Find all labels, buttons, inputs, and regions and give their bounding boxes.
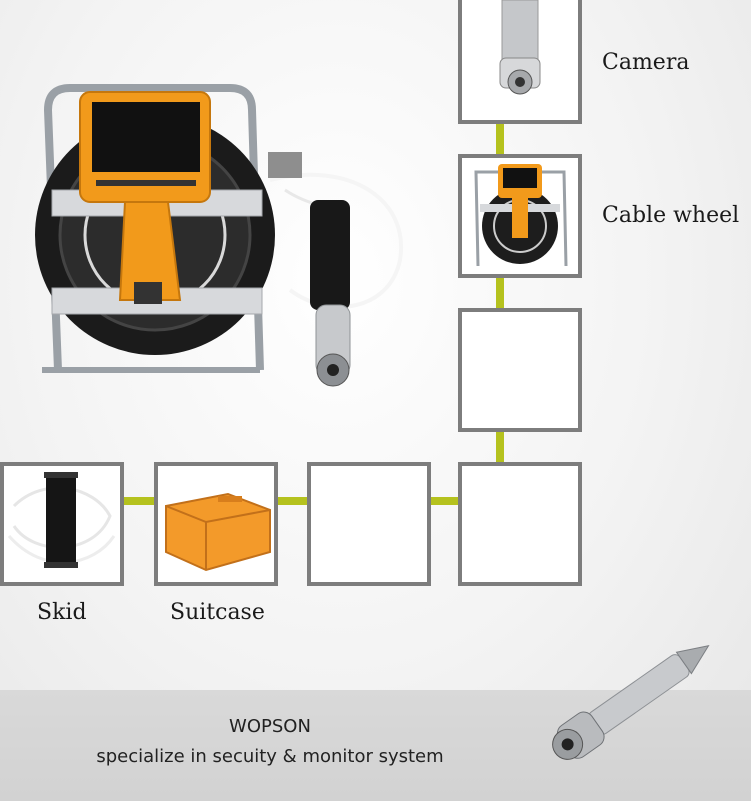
main-product-photo — [35, 84, 404, 387]
suitcase-label: Suitcase — [170, 600, 265, 625]
cable-reel-icon — [474, 164, 568, 267]
empty-tile-upper — [458, 308, 582, 432]
skid-icon — [7, 472, 116, 568]
cable-wheel-tile — [458, 154, 582, 278]
connector-cable-blank — [496, 277, 504, 311]
suitcase-icon — [165, 492, 271, 572]
camera-head-icon — [499, 0, 541, 95]
footer-bar: WOPSON specialize in secuity & monitor s… — [0, 644, 751, 801]
camera-label: Camera — [602, 50, 690, 75]
connector-blank-blank — [496, 431, 504, 465]
skid-label: Skid — [37, 600, 87, 625]
connector-skid-suitcase — [124, 497, 156, 505]
empty-tile-bottom-right — [458, 462, 582, 586]
probe-camera-icon — [552, 644, 710, 760]
connector-suitcase-blank — [277, 497, 309, 505]
camera-tile — [458, 0, 582, 124]
connector-camera-cable — [496, 124, 504, 158]
connector-blank-corner — [430, 497, 462, 505]
cable-wheel-label: Cable wheel — [602, 203, 740, 228]
footer-brand: WOPSON — [229, 716, 311, 737]
empty-tile-bottom-left — [307, 462, 431, 586]
footer-tagline: specialize in secuity & monitor system — [96, 746, 444, 767]
suitcase-tile — [154, 462, 278, 586]
skid-tile — [0, 462, 124, 586]
